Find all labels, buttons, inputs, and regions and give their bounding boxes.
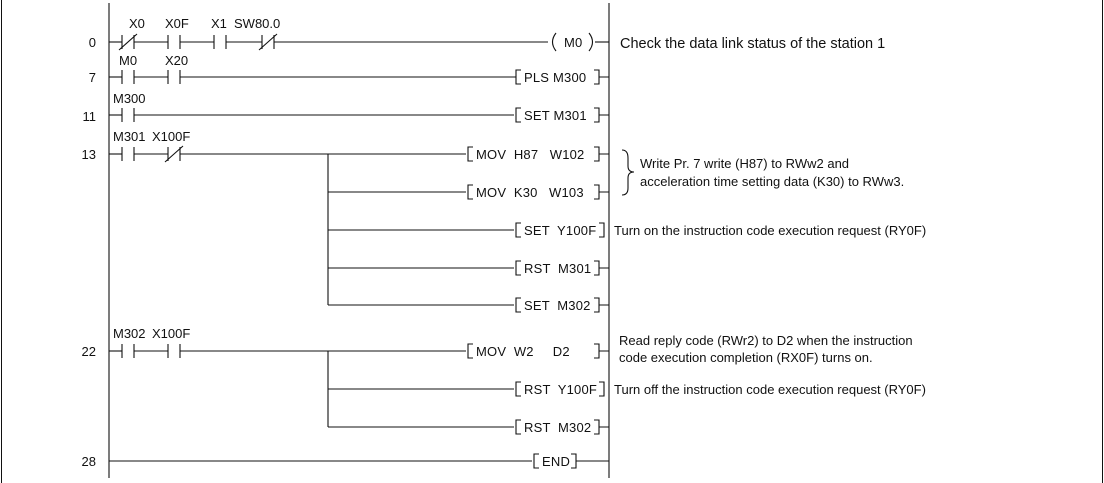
instruction-set-m301: SET M301 bbox=[515, 107, 609, 123]
contact-m0-no: M0 bbox=[119, 53, 137, 84]
rung-13: 13 M301 X100F MOV H87 W102 MOV K30 W103 bbox=[82, 129, 927, 313]
rung-0: 0 X0 X0F X1 SW80.0 M0 Check th bbox=[89, 16, 885, 52]
instruction-mov-w2-d2: MOV W2 D2 bbox=[467, 343, 609, 359]
contact-x0-nc: X0 bbox=[118, 16, 145, 51]
rung-28: 28 END bbox=[82, 453, 609, 469]
instruction-text: SET Y100F bbox=[524, 223, 596, 238]
coil-label: M0 bbox=[564, 35, 582, 50]
contact-label: X1 bbox=[211, 16, 227, 31]
contact-label: M300 bbox=[113, 91, 146, 106]
instruction-mov-k30-w103: MOV K30 W103 bbox=[467, 184, 609, 200]
rung-comment-line-2: code execution completion (RX0F) turns o… bbox=[619, 350, 873, 365]
step-number: 22 bbox=[82, 344, 96, 359]
instruction-set-m302: SET M302 bbox=[515, 297, 609, 313]
instruction-text: RST M301 bbox=[524, 261, 591, 276]
contact-label: M301 bbox=[113, 129, 146, 144]
instruction-text: END bbox=[542, 454, 570, 469]
contact-x20-no: X20 bbox=[165, 53, 188, 84]
step-number: 7 bbox=[89, 70, 96, 85]
instruction-rst-m302: RST M302 bbox=[515, 419, 609, 435]
rung-comment: Check the data link status of the statio… bbox=[620, 36, 885, 52]
rung-comment: Turn on the instruction code execution r… bbox=[614, 223, 926, 238]
instruction-text: SET M302 bbox=[524, 298, 591, 313]
contact-label: X0F bbox=[165, 16, 189, 31]
contact-x100f-no: X100F bbox=[152, 326, 190, 358]
instruction-rst-y100f: RST Y100F bbox=[515, 381, 605, 397]
instruction-mov-h87-w102: MOV H87 W102 bbox=[467, 146, 609, 162]
contact-x100f-nc: X100F bbox=[152, 129, 190, 163]
contact-label: X20 bbox=[165, 53, 188, 68]
instruction-pls-m300: PLS M300 bbox=[512, 69, 609, 85]
contact-sw80-nc: SW80.0 bbox=[234, 16, 280, 51]
instruction-rst-m301: RST M301 bbox=[515, 260, 609, 276]
instruction-text: MOV K30 W103 bbox=[476, 185, 584, 200]
contact-m300-no: M300 bbox=[113, 91, 146, 122]
instruction-text: PLS M300 bbox=[524, 70, 586, 85]
instruction-text: RST Y100F bbox=[524, 382, 597, 397]
step-number: 28 bbox=[82, 454, 96, 469]
rung-7: 7 M0 X20 PLS M300 bbox=[89, 53, 609, 85]
contact-x0f-no: X0F bbox=[165, 16, 189, 49]
rung-comment: Turn off the instruction code execution … bbox=[614, 382, 926, 397]
brace bbox=[621, 149, 635, 196]
instruction-text: SET M301 bbox=[524, 108, 587, 123]
rung-comment-line-1: Read reply code (RWr2) to D2 when the in… bbox=[619, 333, 913, 348]
instruction-set-y100f: SET Y100F bbox=[515, 222, 605, 238]
contact-label: X0 bbox=[129, 16, 145, 31]
contact-label: M302 bbox=[113, 326, 146, 341]
rung-11: 11 M300 SET M301 bbox=[83, 91, 609, 124]
step-number: 13 bbox=[82, 147, 96, 162]
contact-label: X100F bbox=[152, 326, 190, 341]
instruction-end: END bbox=[533, 453, 609, 469]
contact-m301-no: M301 bbox=[113, 129, 146, 161]
contact-x1-no: X1 bbox=[211, 16, 227, 49]
contact-label: X100F bbox=[152, 129, 190, 144]
output-coil-m0: M0 bbox=[551, 32, 594, 52]
contact-label: SW80.0 bbox=[234, 16, 280, 31]
instruction-text: MOV H87 W102 bbox=[476, 147, 584, 162]
rung-22: 22 M302 X100F MOV W2 D2 Read reply code … bbox=[82, 326, 926, 435]
contact-m302-no: M302 bbox=[113, 326, 146, 358]
brace-comment-line-1: Write Pr. 7 write (H87) to RWw2 and bbox=[640, 156, 849, 171]
contact-label: M0 bbox=[119, 53, 137, 68]
instruction-text: RST M302 bbox=[524, 420, 591, 435]
step-number: 0 bbox=[89, 35, 96, 50]
brace-comment-line-2: acceleration time setting data (K30) to … bbox=[640, 174, 904, 189]
step-number: 11 bbox=[83, 109, 97, 124]
instruction-text: MOV W2 D2 bbox=[476, 344, 570, 359]
